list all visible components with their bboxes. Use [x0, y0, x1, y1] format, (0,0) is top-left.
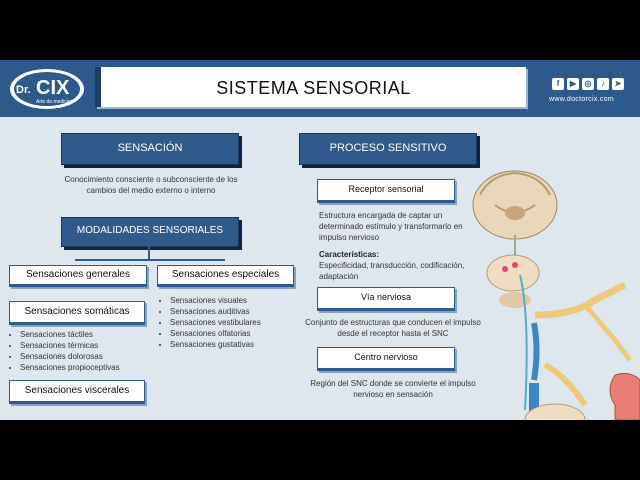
- list-item: Sensaciones térmicas: [20, 340, 150, 351]
- header-band: Dr. CIX Arte de medicina SISTEMA SENSORI…: [0, 60, 640, 117]
- connector: [75, 259, 225, 261]
- modalidades-header: MODALIDADES SENSORIALES: [61, 217, 239, 247]
- facebook-icon[interactable]: f: [552, 78, 564, 90]
- brain-section: [473, 171, 557, 255]
- youtube-icon[interactable]: ▶: [567, 78, 579, 90]
- generales-label: Sensaciones generales: [10, 269, 146, 280]
- page-title: SISTEMA SENSORIAL: [101, 78, 526, 99]
- sensacion-label: SENSACIÓN: [62, 142, 238, 154]
- characteristics-text: Especificidad, transducción, codificació…: [319, 260, 471, 282]
- list-item: Sensaciones visuales: [170, 295, 300, 306]
- via-box: Vía nerviosa: [317, 287, 455, 311]
- svg-text:Arte de medicina: Arte de medicina: [36, 99, 74, 105]
- especiales-list: Sensaciones visuales Sensaciones auditiv…: [160, 295, 300, 350]
- connector: [148, 246, 150, 260]
- centro-box: Centro nervioso: [317, 347, 455, 371]
- social-icons: f ▶ ◎ ♪ ➤: [552, 78, 624, 90]
- proceso-header: PROCESO SENSITIVO: [299, 133, 477, 165]
- telegram-icon[interactable]: ➤: [612, 78, 624, 90]
- list-item: Sensaciones gustativas: [170, 339, 300, 350]
- ear-section: [610, 373, 640, 420]
- list-item: Sensaciones propioceptivas: [20, 362, 150, 373]
- via-description: Conjunto de estructuras que conducen el …: [301, 317, 485, 339]
- viscerales-box: Sensaciones viscerales: [9, 380, 145, 404]
- list-item: Sensaciones olfatorias: [170, 328, 300, 339]
- list-item: Sensaciones vestibulares: [170, 317, 300, 328]
- centro-description: Región del SNC donde se convierte el imp…: [301, 378, 485, 400]
- brainstem: [487, 255, 539, 308]
- proceso-label: PROCESO SENSITIVO: [300, 142, 476, 154]
- viscerales-label: Sensaciones viscerales: [10, 385, 144, 396]
- svg-text:CIX: CIX: [36, 77, 70, 99]
- website-link[interactable]: www.doctorcix.com: [549, 96, 614, 103]
- list-item: Sensaciones dolorosas: [20, 351, 150, 362]
- receptor-description: Estructura encargada de captar un determ…: [319, 210, 469, 243]
- nervous-system-illustration: [465, 165, 640, 420]
- sensacion-description: Conocimiento consciente o subconsciente …: [62, 174, 240, 196]
- sensacion-header: SENSACIÓN: [61, 133, 239, 165]
- list-item: Sensaciones auditivas: [170, 306, 300, 317]
- list-item: Sensaciones táctiles: [20, 329, 150, 340]
- centro-label: Centro nervioso: [318, 352, 454, 362]
- generales-box: Sensaciones generales: [9, 265, 147, 287]
- especiales-label: Sensaciones especiales: [158, 269, 293, 280]
- characteristics-label: Características:: [319, 249, 469, 260]
- tiktok-icon[interactable]: ♪: [597, 78, 609, 90]
- instagram-icon[interactable]: ◎: [582, 78, 594, 90]
- somaticas-label: Sensaciones somáticas: [10, 306, 144, 317]
- slide: Dr. CIX Arte de medicina SISTEMA SENSORI…: [0, 60, 640, 420]
- title-box: SISTEMA SENSORIAL: [95, 67, 526, 107]
- via-label: Vía nerviosa: [318, 292, 454, 302]
- especiales-box: Sensaciones especiales: [157, 265, 294, 287]
- somaticas-box: Sensaciones somáticas: [9, 301, 145, 325]
- modalidades-label: MODALIDADES SENSORIALES: [62, 225, 238, 236]
- somaticas-list: Sensaciones táctiles Sensaciones térmica…: [10, 329, 150, 373]
- receptor-label: Receptor sensorial: [318, 184, 454, 194]
- svg-text:Dr.: Dr.: [16, 84, 31, 96]
- doctorcix-logo: Dr. CIX Arte de medicina: [8, 66, 86, 112]
- receptor-box: Receptor sensorial: [317, 179, 455, 203]
